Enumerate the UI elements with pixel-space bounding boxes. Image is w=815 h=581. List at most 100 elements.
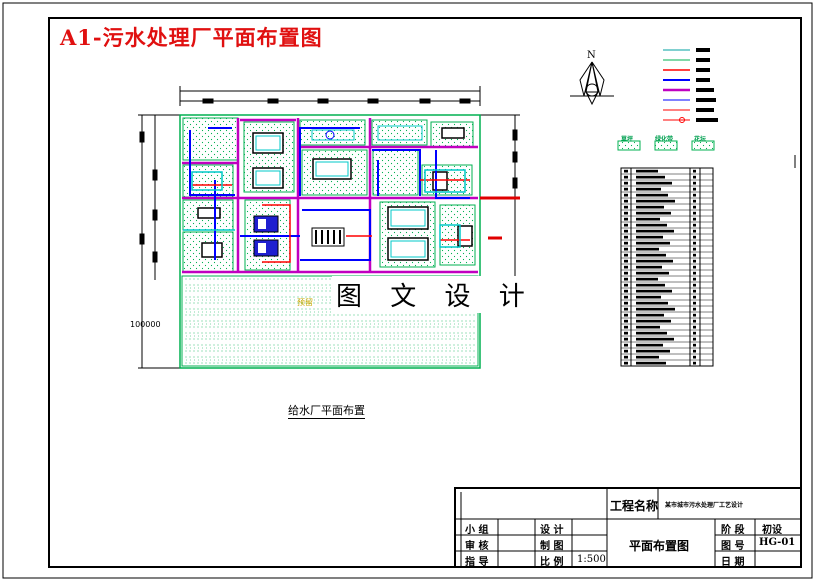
top-dimension [179, 86, 481, 106]
table-row-number [624, 181, 628, 185]
pump-units [253, 125, 423, 257]
table-row-qty [693, 295, 696, 299]
label-team: 小 组 [465, 525, 489, 536]
table-row-number [624, 175, 628, 179]
table-row-qty [693, 169, 696, 173]
table-row-qty [693, 217, 696, 221]
table-row-text [636, 343, 663, 347]
table-row-number [624, 199, 628, 203]
table-row-qty [693, 331, 696, 335]
table-row-text [636, 193, 668, 197]
table-row-number [624, 361, 628, 365]
table-row-qty [693, 181, 696, 185]
legend-label-lawn: 草坪 [621, 136, 634, 143]
table-row-text [636, 307, 675, 311]
plan-caption: 给水厂平面布置 [288, 404, 365, 419]
table-row-number [624, 295, 628, 299]
red-pipes [192, 179, 470, 263]
table-row-qty [693, 247, 696, 251]
inner-border [48, 17, 802, 568]
table-row-text [636, 271, 669, 275]
stage-value: 初设 [762, 525, 782, 536]
table-row-text [636, 295, 661, 299]
table-row-text [636, 337, 674, 341]
table-row-qty [693, 205, 696, 209]
table-row-qty [693, 337, 696, 341]
table-row-number [624, 229, 628, 233]
table-row-number [624, 319, 628, 323]
label-review: 审 核 [465, 541, 489, 552]
table-row-text [636, 277, 658, 281]
table-row-qty [693, 277, 696, 281]
table-row-number [624, 211, 628, 215]
table-row-number [624, 223, 628, 227]
scale-value: 1:500 [577, 554, 606, 565]
future-area-label: 预留 [297, 298, 313, 307]
process-tanks [197, 127, 473, 261]
label-drawing-no: 图 号 [721, 541, 745, 552]
table-row-text [636, 181, 672, 185]
table-row-qty [693, 283, 696, 287]
table-row-text [636, 199, 675, 203]
legend-label-greenbelt: 绿化带 [655, 136, 674, 143]
table-row-text [636, 247, 659, 251]
table-row-qty [693, 223, 696, 227]
table-row-number [624, 289, 628, 293]
table-row-text [636, 319, 671, 323]
table-row-qty [693, 253, 696, 257]
sheet-title: A1-污水处理厂平面布置图 [60, 25, 323, 50]
site-boundary [179, 114, 481, 369]
table-row-qty [693, 241, 696, 245]
table-row-text [636, 205, 664, 209]
table-row-number [624, 349, 628, 353]
title-block [454, 487, 802, 568]
table-row-qty [693, 289, 696, 293]
table-row-number [624, 241, 628, 245]
table-row-number [624, 307, 628, 311]
project-label: 工程名称 [610, 499, 659, 513]
table-row-number [624, 343, 628, 347]
table-row-qty [693, 229, 696, 233]
table-row-qty [693, 259, 696, 263]
table-row-qty [693, 265, 696, 269]
table-row-number [624, 331, 628, 335]
table-row-qty [693, 325, 696, 329]
table-row-text [636, 265, 662, 269]
table-row-text [636, 175, 665, 179]
zone-legend [617, 140, 715, 151]
table-row-qty [693, 361, 696, 365]
label-scale: 比 例 [540, 557, 564, 568]
table-row-number [624, 217, 628, 221]
dimension-label: 100000 [130, 320, 161, 329]
north-label: N [587, 50, 596, 61]
table-row-text [636, 187, 661, 191]
table-row-text [636, 211, 671, 215]
table-row-qty [693, 355, 696, 359]
table-row-number [624, 235, 628, 239]
table-row-qty [693, 307, 696, 311]
table-row-number [624, 355, 628, 359]
label-design: 设 计 [540, 525, 564, 536]
table-row-qty [693, 319, 696, 323]
table-row-number [624, 301, 628, 305]
legend-label-flowerbed: 花坛 [694, 136, 707, 143]
north-arrow-icon [570, 61, 614, 106]
table-row-qty [693, 343, 696, 347]
table-row-number [624, 187, 628, 191]
table-row-text [636, 283, 665, 287]
label-stage: 阶 段 [721, 525, 745, 536]
equipment-table-rows [621, 169, 713, 365]
table-row-qty [693, 187, 696, 191]
table-row-qty [693, 235, 696, 239]
table-row-number [624, 277, 628, 281]
table-row-number [624, 325, 628, 329]
drawing-no-value: HG-01 [759, 537, 796, 548]
equipment-table [620, 167, 714, 367]
table-row-qty [693, 313, 696, 317]
table-row-text [636, 259, 673, 263]
table-row-text [636, 289, 672, 293]
table-row-qty [693, 301, 696, 305]
table-row-number [624, 313, 628, 317]
